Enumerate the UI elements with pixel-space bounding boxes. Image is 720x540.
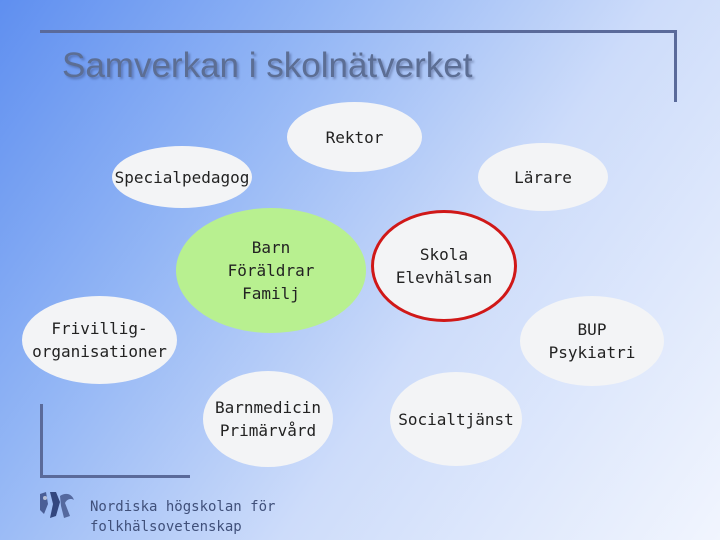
footer-frame [40,404,190,478]
node-skola-line-2: Elevhälsan [395,268,493,287]
footer-line-1: Nordiska högskolan för [90,499,276,515]
node-socialtjanst: Socialtjänst [390,372,522,466]
node-skola-elevhalsan: Skola Elevhälsan [371,210,517,322]
node-skola-line-1: Skola [419,245,469,264]
node-barn-line-2: Föräldrar [227,261,315,280]
nhv-logo-icon [40,492,74,518]
node-specialpedagog: Specialpedagog [112,146,252,208]
node-barnmedicin-line-1: Barnmedicin [215,398,321,417]
node-rektor-label: Rektor [325,127,384,147]
node-larare: Lärare [478,143,608,211]
institution-footer: Nordiska högskolan för folkhälsovetenska… [90,497,275,537]
node-socialtjanst-label: Socialtjänst [398,409,514,429]
node-barn-line-1: Barn [251,238,291,257]
node-larare-label: Lärare [514,167,572,187]
node-barnmedicin-line-2: Primärvård [219,421,317,440]
node-bup-line-1: BUP [577,320,607,339]
node-barnmedicin-primarvard: Barnmedicin Primärvård [203,371,333,467]
node-frivillig-line-1: Frivillig- [51,319,148,338]
slide-title: Samverkan i skolnätverket [62,46,473,85]
node-barn-foraldrar-familj: Barn Föräldrar Familj [176,208,366,333]
footer-line-2: folkhälsovetenskap [90,519,242,535]
node-specialpedagog-label: Specialpedagog [114,167,250,187]
node-barn-line-3: Familj [242,284,300,303]
node-rektor: Rektor [287,102,422,172]
node-frivilligorganisationer: Frivillig- organisationer [22,296,177,384]
node-bup-line-2: Psykiatri [548,343,636,362]
node-bup-psykiatri: BUP Psykiatri [520,296,664,386]
node-frivillig-line-2: organisationer [32,342,167,361]
title-frame [40,30,677,102]
